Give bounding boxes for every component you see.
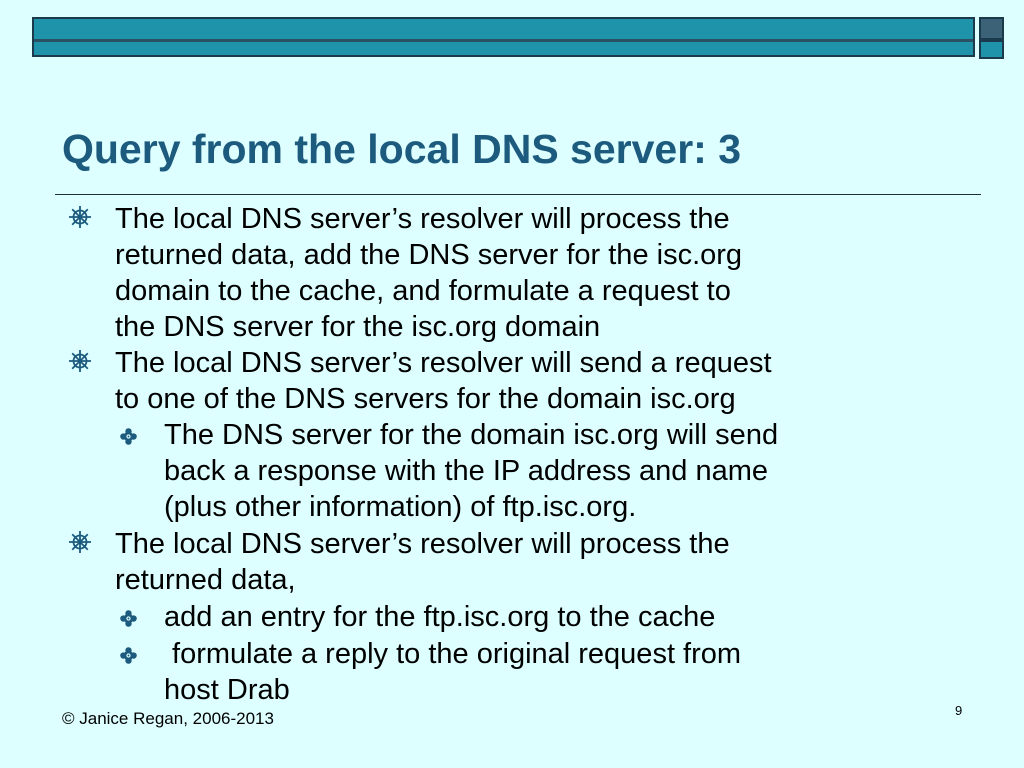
ship-wheel-icon	[69, 350, 91, 372]
bullet-line: The local DNS server’s resolver will sen…	[115, 347, 772, 379]
bullet-line: to one of the DNS servers for the domain…	[115, 383, 736, 415]
bullet-item: The local DNS server’s resolver will pro…	[69, 201, 743, 345]
title-divider	[55, 194, 981, 195]
sub-bullet-item: The DNS server for the domain isc.org wi…	[120, 417, 779, 525]
footer-copyright: © Janice Regan, 2006-2013	[62, 709, 274, 728]
corner-square-dark	[979, 17, 1004, 40]
sub-bullet-item: add an entry for the ftp.isc.org to the …	[120, 599, 716, 635]
bullet-line: add an entry for the ftp.isc.org to the …	[164, 601, 716, 633]
bullet-line: (plus other information) of ftp.isc.org.	[164, 491, 637, 523]
bullet-line: back a response with the IP address and …	[164, 455, 769, 487]
bullet-line: formulate a reply to the original reques…	[164, 638, 742, 670]
header-band	[32, 17, 975, 57]
flower-icon	[120, 647, 137, 664]
flower-icon	[120, 610, 137, 627]
flower-icon	[120, 428, 137, 445]
slide-title: Query from the local DNS server: 3	[62, 126, 742, 172]
bullet-item: The local DNS server’s resolver will pro…	[69, 526, 730, 598]
bullet-line: returned data, add the DNS server for th…	[115, 239, 743, 271]
bullet-line: The local DNS server’s resolver will pro…	[115, 528, 730, 560]
header-band-line	[34, 39, 973, 42]
corner-square-teal	[979, 40, 1004, 59]
ship-wheel-icon	[69, 531, 91, 553]
ship-wheel-icon	[69, 206, 91, 228]
bullet-line: the DNS server for the isc.org domain	[115, 311, 601, 343]
bullet-line: The local DNS server’s resolver will pro…	[115, 203, 730, 235]
bullet-line: The DNS server for the domain isc.org wi…	[164, 419, 779, 451]
bullet-line: domain to the cache, and formulate a req…	[115, 275, 731, 307]
bullet-item: The local DNS server’s resolver will sen…	[69, 345, 772, 417]
sub-bullet-item: formulate a reply to the original reques…	[120, 636, 742, 708]
bullet-line: returned data,	[115, 564, 296, 596]
bullet-line: host Drab	[164, 674, 290, 706]
page-number: 9	[955, 703, 963, 718]
